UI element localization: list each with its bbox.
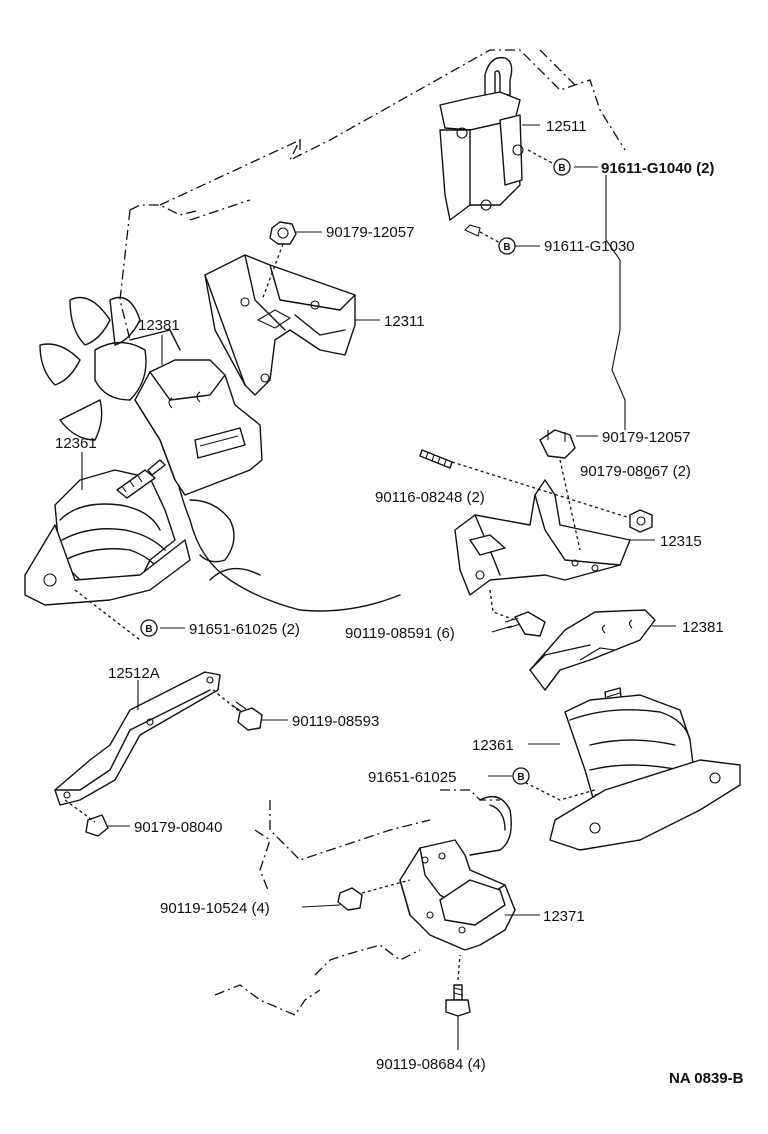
bolt-90119-08591 (504, 611, 546, 637)
label-12381-b: 12381 (682, 619, 724, 636)
label-12315: 12315 (660, 533, 702, 550)
label-91611-g1040: 91611-G1040 (2) (601, 160, 714, 177)
label-90119-08591: 90119-08591 (6) (345, 625, 455, 642)
transmission-outline (214, 789, 512, 1016)
part-12361-mount-left (24, 459, 191, 606)
badge-91651-61025: B (512, 767, 530, 785)
label-90116-08248: 90116-08248 (2) (375, 489, 485, 506)
part-12311-bracket (204, 254, 356, 396)
label-90179-12057-b: 90179-12057 (602, 429, 690, 446)
leader-lines (81, 124, 676, 1050)
label-12361-b: 12361 (472, 737, 514, 754)
label-12311: 12311 (384, 313, 425, 330)
bolt-90119-08684 (445, 984, 471, 1017)
label-12511: 12511 (546, 118, 587, 135)
label-12371: 12371 (543, 908, 585, 925)
cooling-fan (39, 296, 181, 441)
connection-lines (64, 149, 631, 981)
label-12361-a: 12361 (55, 435, 97, 452)
figure-code: NA 0839-B (669, 1070, 744, 1087)
label-12381-a: 12381 (138, 317, 180, 334)
label-91651-61025-2: 91651-61025 (2) (189, 621, 300, 638)
nut-90179-12057-lower (539, 429, 576, 459)
label-90119-08684: 90119-08684 (4) (376, 1056, 486, 1073)
label-90119-10524: 90119-10524 (4) (160, 900, 270, 917)
engine-block-outline (119, 49, 626, 341)
badge-91611-g1040: B (553, 158, 571, 176)
badge-91651-61025-2: B (140, 619, 158, 637)
part-12381-insulator-right (529, 609, 656, 691)
svg-text:B: B (517, 772, 524, 783)
part-12512a-bracket (54, 671, 221, 806)
label-91651-61025: 91651-61025 (368, 769, 456, 786)
part-12511-bracket (439, 56, 524, 237)
label-90179-08040: 90179-08040 (134, 819, 222, 836)
svg-text:B: B (503, 242, 510, 253)
svg-text:B: B (145, 624, 152, 635)
label-12512a: 12512A (108, 665, 160, 682)
label-90179-12057-a: 90179-12057 (326, 224, 414, 241)
badge-91611-g1030: B (498, 237, 516, 255)
nut-90179-12057-upper (269, 221, 297, 245)
nut-90179-08040 (85, 814, 109, 837)
bolt-90119-10524 (337, 887, 363, 911)
label-90179-08067: 90179-08067 (2) (580, 463, 691, 480)
label-91611-g1030: 91611-G1030 (544, 238, 635, 255)
stud-90116-08248 (419, 449, 453, 469)
part-12361-mount-right (549, 687, 741, 851)
svg-text:B: B (558, 163, 565, 174)
label-90119-08593: 90119-08593 (292, 713, 379, 730)
part-12371-rear-support (399, 839, 516, 951)
part-12381-insulator-left (134, 359, 263, 496)
nut-90179-08067 (629, 509, 653, 533)
bolt-90119-08593 (231, 701, 263, 731)
